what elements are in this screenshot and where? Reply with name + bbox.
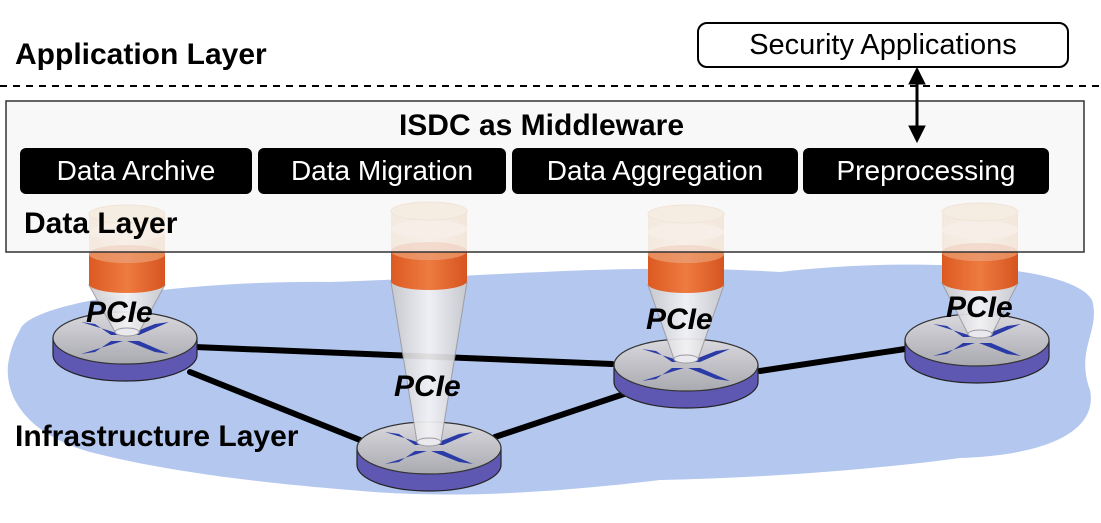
security-applications-box: Security Applications <box>697 22 1069 68</box>
application-layer-title: Application Layer <box>15 38 267 71</box>
infrastructure-layer-title: Infrastructure Layer <box>15 420 299 453</box>
module-data-aggregation: Data Aggregation <box>512 148 798 194</box>
router-icon <box>904 313 1050 384</box>
pcie-label: PCIe <box>646 303 713 336</box>
module-preprocessing: Preprocessing <box>803 148 1049 194</box>
double-headed-arrow-icon <box>908 66 926 144</box>
middleware-title: ISDC as Middleware <box>398 109 685 142</box>
network-cloud <box>7 264 1094 495</box>
pcie-label: PCIe <box>86 296 153 329</box>
module-data-migration: Data Migration <box>258 148 506 194</box>
link-node2-node3 <box>492 389 633 440</box>
pcie-label: PCIe <box>946 291 1013 324</box>
router-icon <box>613 338 759 409</box>
router-icon <box>52 311 198 382</box>
link-node1-node2 <box>187 369 363 443</box>
pcie-label: PCIe <box>394 370 461 403</box>
data-layer-title: Data Layer <box>24 207 178 240</box>
module-data-archive: Data Archive <box>20 148 252 194</box>
link-node3-node4 <box>757 346 908 374</box>
